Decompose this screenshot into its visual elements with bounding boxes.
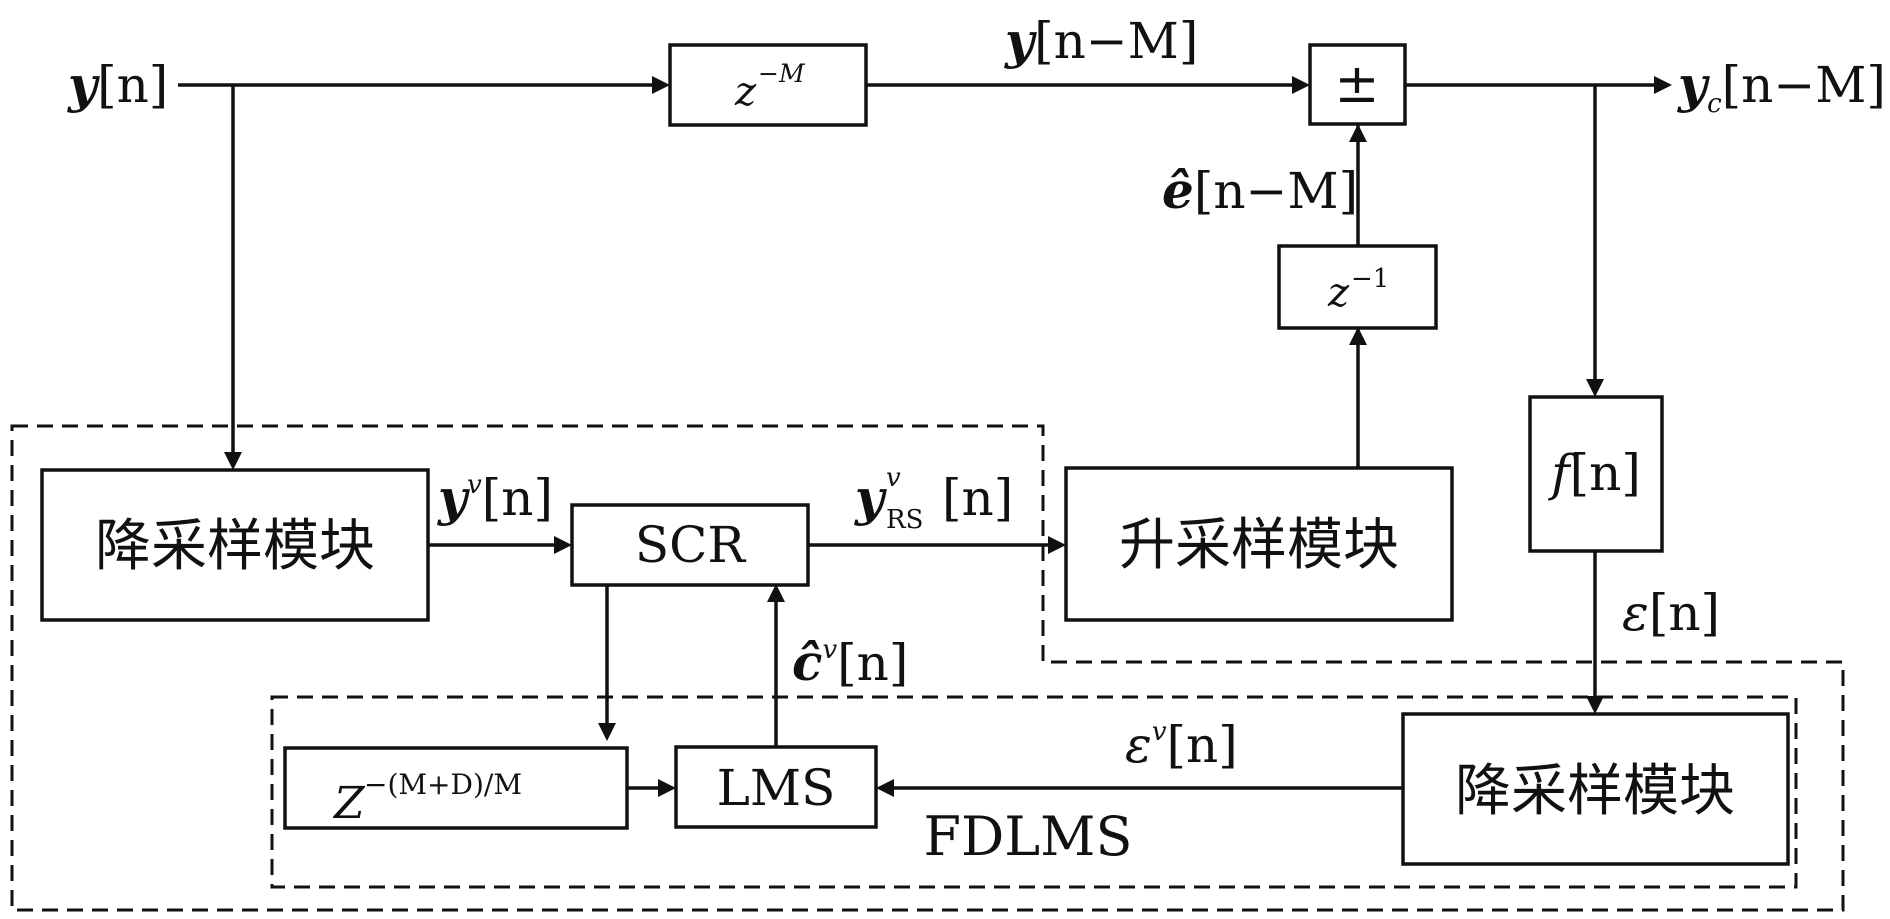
signal-epsilon-v: εv[n]: [1125, 716, 1238, 774]
svg-text:LMS: LMS: [717, 759, 836, 817]
sum-block: ±: [1308, 43, 1407, 126]
delay-1-block: z −1: [1277, 244, 1438, 330]
signal-epsilon: ε[n]: [1622, 584, 1720, 642]
scr-block: SCR: [570, 503, 810, 587]
signal-e-hat: ê[n−M]: [1162, 161, 1358, 220]
signal-y-v: yv[n]: [437, 468, 553, 527]
fdlms-label: FDLMS: [924, 805, 1133, 868]
svg-text:降采样模块: 降采样模块: [1455, 759, 1735, 824]
svg-text:−1: −1: [1351, 264, 1389, 294]
svg-text:±: ±: [1334, 52, 1379, 115]
lms-block: LMS: [674, 745, 878, 829]
downsample-block-2: 降采样模块: [1401, 712, 1790, 866]
svg-text:升采样模块: 升采样模块: [1119, 513, 1399, 578]
delay-m-block: z −M: [668, 43, 868, 127]
svg-text:−(M+D)/M: −(M+D)/M: [364, 768, 522, 801]
signal-c-hat: ĉv[n]: [792, 633, 908, 692]
svg-text:z: z: [1327, 270, 1350, 316]
arrowheads: [224, 76, 1672, 797]
svg-text:z: z: [734, 69, 757, 115]
outer-dashed-region: [10, 424, 1845, 912]
signal-y-n-minus-m: y[n−M]: [1004, 11, 1198, 70]
upsample-block: 升采样模块: [1064, 466, 1454, 622]
delay-md-block: Z −(M+D)/M: [283, 746, 629, 830]
svg-text:f[n]: f[n]: [1547, 444, 1641, 502]
signal-y-c: yc[n−M]: [1677, 55, 1886, 119]
downsample-block-1: 降采样模块: [40, 468, 430, 622]
svg-text:Z: Z: [332, 778, 366, 829]
filter-f-block: f[n]: [1528, 395, 1664, 553]
svg-text:−M: −M: [758, 59, 806, 88]
svg-text:降采样模块: 降采样模块: [95, 514, 375, 579]
fdlms-dashed-region: [270, 695, 1798, 889]
signal-y-n: y[n]: [67, 55, 168, 114]
svg-text:SCR: SCR: [635, 516, 747, 574]
signal-wires: [178, 83, 1660, 790]
